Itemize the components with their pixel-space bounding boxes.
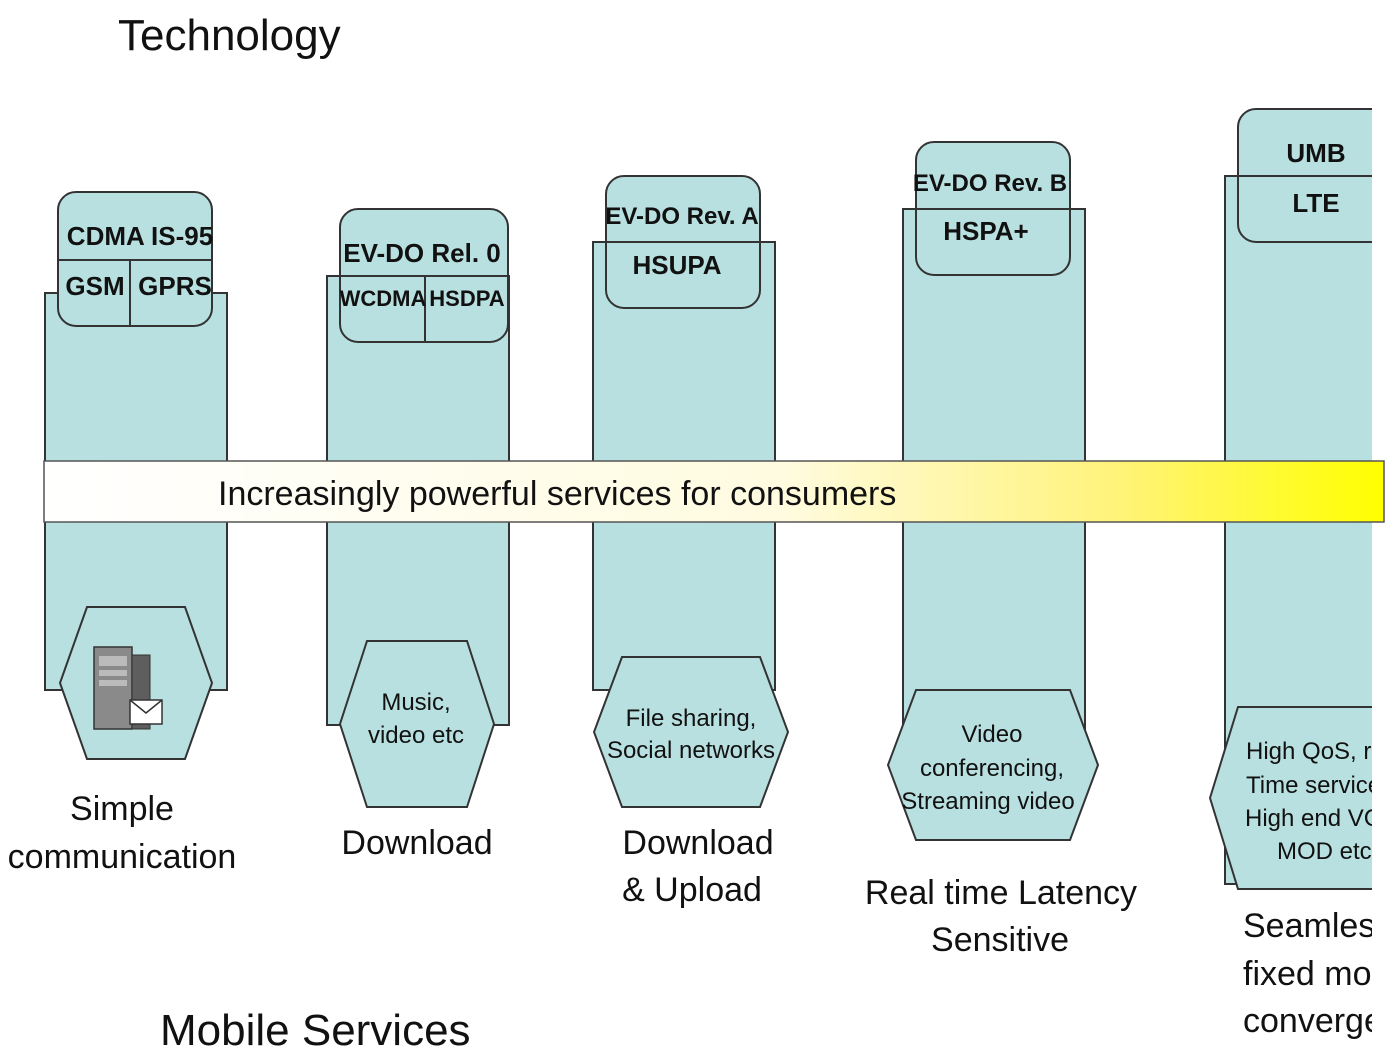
column-4: EV-DO Rev. B HSPA+ Video conferencing, S… bbox=[865, 141, 1137, 959]
column-3-service-line-2: Social networks bbox=[607, 737, 775, 764]
column-5-caption-line-3: converge bbox=[1243, 1002, 1383, 1040]
services-banner-label: Increasingly powerful services for consu… bbox=[218, 475, 896, 513]
column-5-service-hexagon bbox=[1208, 706, 1390, 890]
column-2: EV-DO Rel. 0 WCDMA HSDPA Music, video et… bbox=[326, 208, 510, 862]
column-2-service-hexagon bbox=[338, 640, 496, 808]
column-2-tech-right: HSDPA bbox=[429, 286, 504, 311]
column-5-caption-line-1: Seamles bbox=[1243, 907, 1375, 945]
services-banner: Increasingly powerful services for consu… bbox=[43, 460, 1385, 523]
column-1-tech-left: GSM bbox=[65, 271, 124, 301]
server-mail-icon bbox=[93, 646, 163, 730]
column-2-service-line-1: Music, bbox=[381, 689, 450, 716]
column-3-caption-line-2: & Upload bbox=[622, 871, 762, 909]
column-1: CDMA IS-95 GSM GPRS Simple communication bbox=[8, 191, 237, 876]
column-5-service-line-4: MOD etc bbox=[1277, 838, 1372, 865]
right-crop-mask bbox=[1372, 0, 1390, 1050]
column-4-service-line-1: Video bbox=[962, 721, 1023, 748]
mobile-services-title: Mobile Services bbox=[160, 1006, 471, 1050]
column-5-tech-top: UMB bbox=[1286, 138, 1345, 168]
column-2-caption-line-1: Download bbox=[341, 824, 492, 862]
column-5-service-line-3: High end VC bbox=[1245, 805, 1381, 832]
column-3-tech-top: EV-DO Rev. A bbox=[605, 203, 758, 230]
column-5-service-line-1: High QoS, r bbox=[1246, 738, 1371, 765]
column-5-tech-bottom: LTE bbox=[1292, 188, 1339, 218]
services-banner-bar bbox=[43, 460, 1385, 523]
column-4-service-hexagon bbox=[886, 689, 1100, 841]
column-4-tech-bottom: HSPA+ bbox=[943, 216, 1029, 246]
column-1-caption-line-1: Simple bbox=[70, 790, 174, 828]
column-1-caption-line-2: communication bbox=[8, 838, 237, 876]
column-5-service-line-2: Time service bbox=[1246, 772, 1381, 799]
technology-title: Technology bbox=[118, 11, 341, 60]
column-2-tech-left: WCDMA bbox=[340, 286, 427, 311]
column-3: EV-DO Rev. A HSUPA File sharing, Social … bbox=[592, 175, 790, 909]
column-1-tech-right: GPRS bbox=[138, 271, 212, 301]
column-3-service-line-1: File sharing, bbox=[626, 705, 757, 732]
column-1-tech-top: CDMA IS-95 bbox=[67, 221, 213, 251]
column-5-caption-line-2: fixed mol bbox=[1243, 955, 1379, 993]
column-4-caption-line-2: Sensitive bbox=[931, 921, 1069, 959]
column-2-tech-top: EV-DO Rel. 0 bbox=[343, 238, 501, 268]
column-3-service-hexagon bbox=[592, 656, 790, 808]
column-5: UMB LTE High QoS, r Time service High en… bbox=[1208, 108, 1390, 1040]
column-4-caption-line-1: Real time Latency bbox=[865, 874, 1137, 912]
column-3-caption-line-1: Download bbox=[622, 824, 773, 862]
column-3-tech-bottom: HSUPA bbox=[632, 250, 721, 280]
column-4-tech-top: EV-DO Rev. B bbox=[913, 170, 1067, 197]
column-4-service-line-3: Streaming video bbox=[901, 788, 1074, 815]
column-4-service-line-2: conferencing, bbox=[920, 755, 1064, 782]
column-2-service-line-2: video etc bbox=[368, 722, 464, 749]
